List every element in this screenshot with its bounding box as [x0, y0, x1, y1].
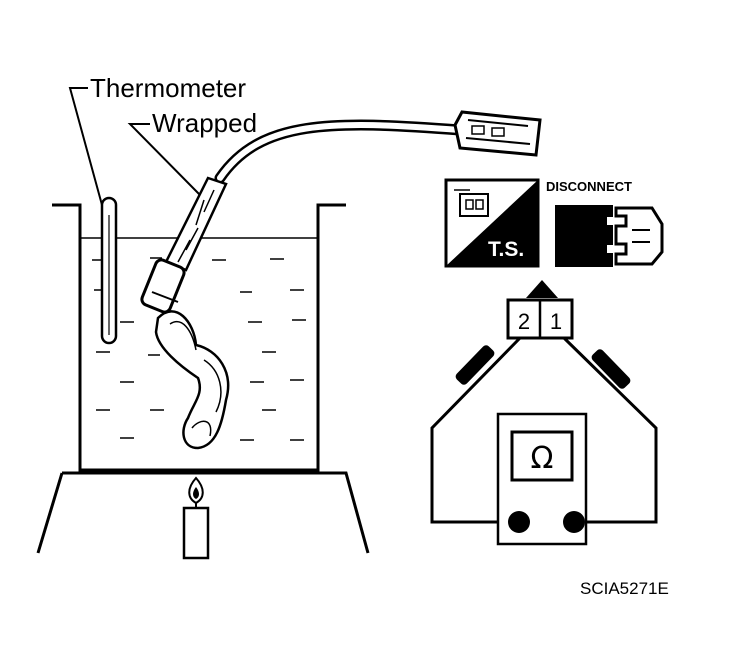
connector-glyph-icon — [454, 189, 489, 217]
thermometer-callout: Thermometer — [68, 73, 246, 206]
candle — [182, 476, 210, 560]
ts-icon: T.S. — [444, 178, 540, 268]
disconnect-label: DISCONNECT — [546, 179, 632, 194]
thermometer — [100, 196, 118, 345]
ohmmeter: Ω — [496, 412, 588, 546]
pin-1-label: 1 — [550, 309, 562, 334]
wrapped-callout: Wrapped — [127, 108, 257, 196]
wrapped-label: Wrapped — [152, 108, 257, 138]
burner-stand — [36, 471, 370, 554]
sensor-cable — [214, 119, 466, 184]
probe-left — [455, 345, 495, 385]
ts-label: T.S. — [488, 238, 524, 261]
disconnect-icon: DISCONNECT — [546, 179, 664, 267]
thermometer-label: Thermometer — [90, 73, 246, 103]
pin-2-label: 2 — [518, 309, 530, 334]
beaker — [52, 203, 346, 472]
figure-code: SCIA5271E — [580, 579, 669, 598]
probe-right — [591, 349, 631, 389]
water — [92, 257, 306, 441]
probe-leads — [430, 336, 658, 524]
cable-connector — [453, 110, 542, 157]
temperature-sensor — [140, 176, 230, 450]
terminal-connector: 2 1 — [506, 280, 574, 340]
ohm-symbol: Ω — [531, 441, 554, 476]
